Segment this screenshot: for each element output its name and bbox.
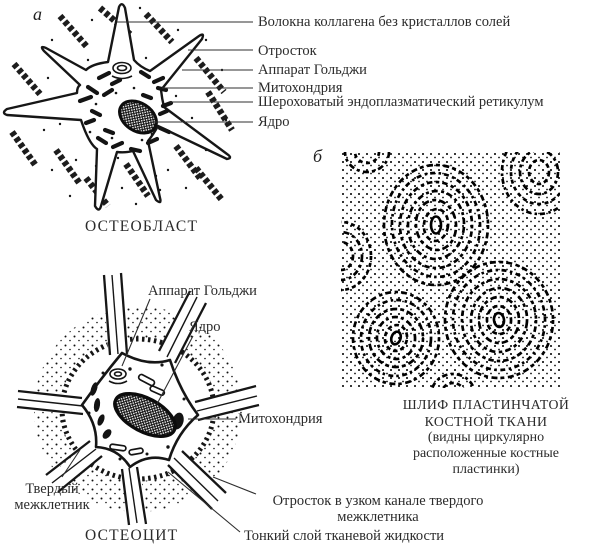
osteocyte-caption: ОСТЕОЦИТ [85,527,179,544]
label-collagen-fibers: Волокна коллагена без кристаллов солей [258,14,511,30]
label-process-in-canal: Отросток в узком канале твердого межклет… [253,493,503,525]
osteoblast-caption: ОСТЕОБЛАСТ [85,218,199,235]
label-process-in-canal-line-1: Отросток в узком канале твердого [272,493,484,509]
panel-a-letter: а [33,4,42,24]
bone-caption-note-3: пластинки) [452,462,520,477]
label-process: Отросток [258,43,317,59]
label-rough-er: Шероховатый эндоплазматический ретикулум [258,94,544,110]
bone-caption-note-1: (видны циркулярно [427,430,545,445]
osteoblast-golgi [111,61,133,80]
bone-section-caption: ШЛИФ ПЛАСТИНЧАТОЙ КОСТНОЙ ТКАНИ (видны ц… [372,396,600,478]
osteocyte-nucleus [113,392,177,438]
cytoplasm-dots [88,86,154,142]
organelle-granules [77,69,174,154]
osteoblast-cell-outline [2,3,232,211]
bone-caption-line-1: ШЛИФ ПЛАСТИНЧАТОЙ [402,397,570,412]
osteoblast-nucleus [118,99,158,135]
label-process-in-canal-line-2: межклетника [337,509,419,525]
osteocyte-golgi [108,368,128,385]
osteoblast-drawing [2,3,235,211]
osteon-lamellae [341,152,560,388]
bone-stipple-texture [341,152,560,388]
label-nucleus-osteoblast: Ядро [258,114,290,130]
label-golgi-osteoblast: Аппарат Гольджи [258,62,367,78]
bone-caption-note-2: расположенные костные [412,446,560,461]
panel-b-letter: б [313,146,323,166]
dark-organelles [90,382,184,439]
label-golgi-osteocyte: Аппарат Гольджи [148,283,257,299]
bone-section-drawing [341,152,560,388]
label-hard-intercellular-line-2: межклетник [14,497,90,513]
label-hard-intercellular-line-1: Твердый [25,481,79,497]
bone-caption-line-2: КОСТНОЙ ТКАНИ [424,414,548,429]
label-mitochondrion-osteoblast: Митохондрия [258,80,343,96]
label-tissue-fluid: Тонкий слой тканевой жидкости [244,528,445,544]
label-hard-intercellular: Твердый межклетник [0,481,104,513]
label-mitochondrion-osteocyte: Митохондрия [238,411,323,427]
label-nucleus-osteocyte: Ядро [189,319,221,335]
